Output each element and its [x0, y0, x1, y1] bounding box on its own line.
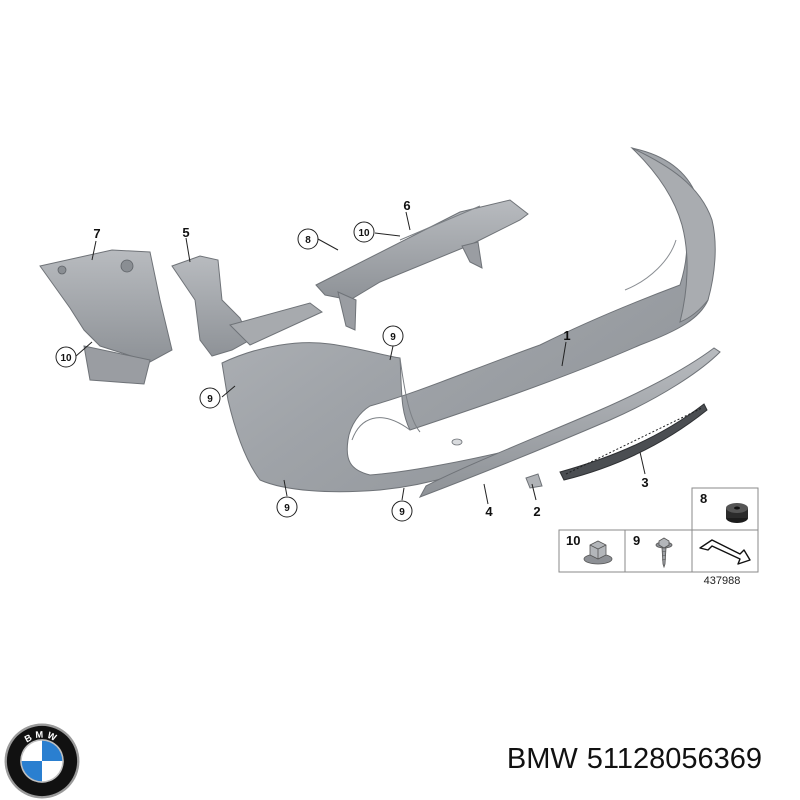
hardware-box-label: 8	[700, 491, 707, 506]
rubber-buffer-icon	[726, 503, 748, 523]
circled-callout-label: 9	[399, 507, 405, 518]
cover-cap-part	[525, 473, 543, 489]
callout-4: 4	[485, 504, 493, 519]
hardware-box-10: 10	[558, 529, 626, 573]
callout-3: 3	[641, 475, 648, 490]
brand-name: BMW	[506, 743, 578, 775]
hardware-box-9: 9	[624, 529, 693, 573]
callout-2: 2	[533, 504, 540, 519]
hardware-box-arrow	[691, 529, 759, 573]
circled-callout-label: 10	[358, 228, 370, 239]
lower-trim-strip-part	[418, 347, 721, 498]
circled-callout-9: 9	[391, 500, 413, 522]
circled-callout-8: 8	[297, 228, 319, 250]
callout-5: 5	[182, 225, 189, 240]
circled-callout-label: 10	[60, 353, 72, 364]
part-number: 51128056369	[586, 743, 762, 775]
hex-nut-icon	[583, 540, 613, 565]
guide-bracket-part	[171, 255, 323, 357]
circled-callout-label: 8	[305, 235, 311, 246]
circled-callout-9: 9	[276, 496, 298, 518]
circled-callout-9: 9	[199, 387, 221, 409]
circled-callout-label: 9	[284, 503, 290, 514]
callout-7: 7	[93, 226, 100, 241]
circled-callout-10: 10	[353, 221, 375, 243]
hardware-box-label: 9	[633, 533, 640, 548]
screw-icon	[655, 537, 673, 569]
callout-6: 6	[403, 198, 410, 213]
circled-callout-9: 9	[382, 325, 404, 347]
hardware-box-label: 10	[566, 533, 580, 548]
bmw-logo: BMW	[4, 723, 80, 799]
circled-callout-10: 10	[55, 346, 77, 368]
logo-roundel	[21, 740, 63, 782]
circled-callout-label: 9	[390, 332, 396, 343]
upper-carrier-part	[315, 199, 529, 331]
side-bracket-part	[39, 249, 173, 385]
circled-callout-label: 9	[207, 394, 213, 405]
hardware-box-8: 8	[691, 487, 759, 531]
direction-arrow-icon	[699, 539, 751, 565]
lower-grille-part	[559, 403, 708, 481]
callout-1: 1	[563, 328, 570, 343]
diagram-id: 437988	[704, 575, 741, 587]
leader-lines	[75, 211, 646, 505]
